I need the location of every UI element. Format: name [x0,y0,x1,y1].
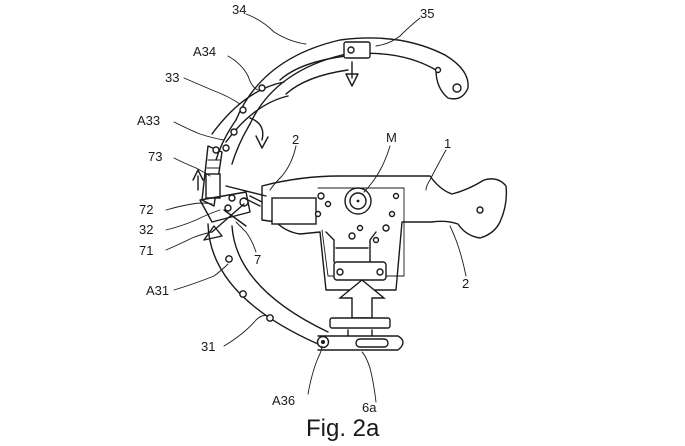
labels: 34 35 A34 33 A33 73 72 32 71 A31 31 A36 … [137,2,469,415]
label-73: 73 [148,149,162,164]
arrow-down-icon [345,61,359,87]
label-33: 33 [165,70,179,85]
label-72: 72 [139,202,153,217]
label-32: 32 [139,222,153,237]
label-71: 71 [139,243,153,258]
link-33 [211,81,289,165]
link-31 [207,223,330,349]
label-a33: A33 [137,113,160,128]
label-1: 1 [444,136,451,151]
wheel-body [261,175,508,291]
label-7: 7 [254,252,261,267]
label-31: 31 [201,339,215,354]
thrust-arrow-icon [338,279,386,319]
arrow-up-icon [192,169,204,191]
link-34-35 [235,37,469,125]
support-6a [317,317,404,351]
leader-lines [165,13,467,403]
label-2-lower: 2 [462,276,469,291]
label-m: M [386,130,397,145]
label-35: 35 [420,6,434,21]
label-2-upper: 2 [292,132,299,147]
label-a36: A36 [272,393,295,408]
label-a34: A34 [193,44,216,59]
label-a31: A31 [146,283,169,298]
label-34: 34 [232,2,246,17]
label-6a: 6a [362,400,377,415]
figure-caption: Fig. 2a [306,415,380,442]
rotation-arrow-icon [249,117,269,149]
